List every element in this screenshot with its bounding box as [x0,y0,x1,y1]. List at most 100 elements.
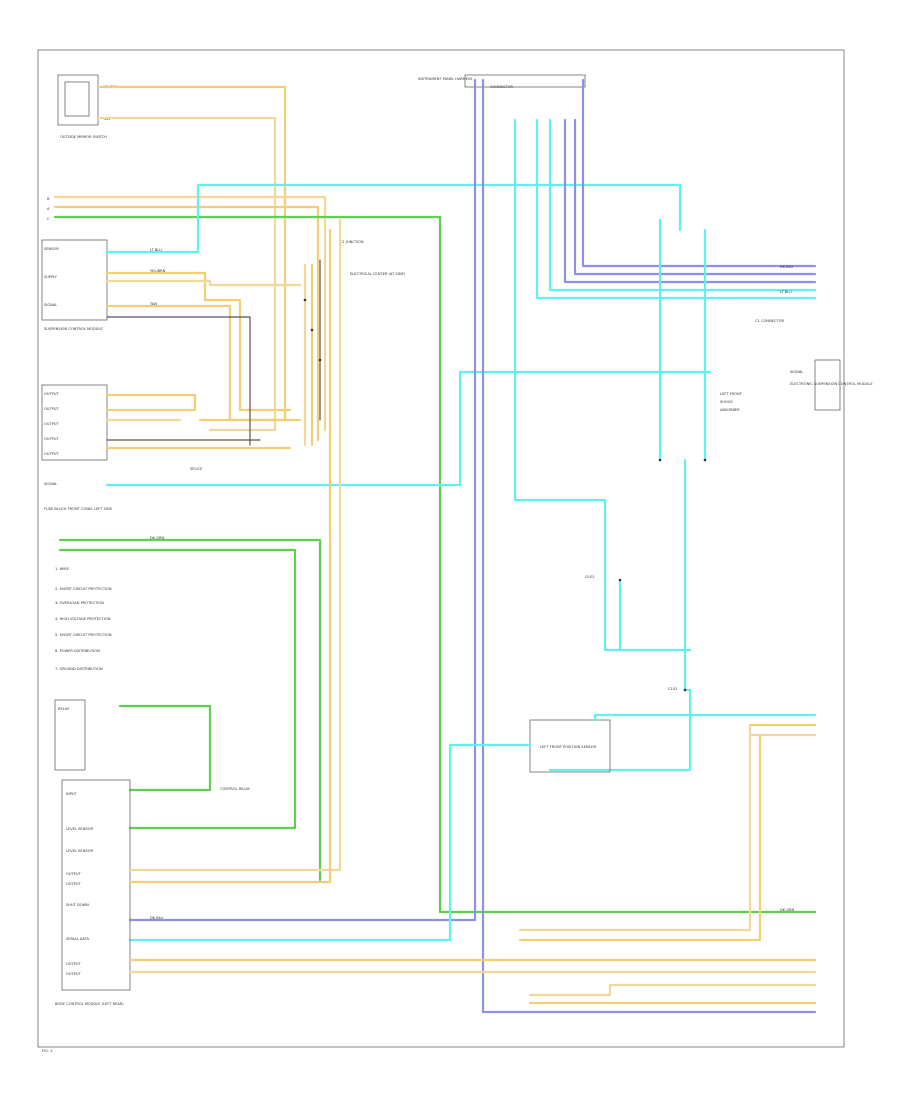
wire-yellow-m1-c [105,304,302,422]
legend: 1. WIRE 2. SHORT CIRCUIT PROTECTION 3. O… [55,567,112,671]
wire-cyan-a [513,118,692,652]
wire-cyan-sensor-left [128,743,532,942]
wire-blue-c [563,118,817,284]
svg-text:LEVEL SENSOR: LEVEL SENSOR [66,849,93,853]
svg-text:SHUT DOWN: SHUT DOWN [66,903,89,907]
label-yel-brn-2: YEL/BRN [150,269,166,273]
wire-tan-bcm-5 [518,723,752,932]
wire-dark-m1-d [106,316,251,446]
wire-tan-bcm-7 [528,983,817,997]
right-connector-caption: C1 CONNECTOR [755,319,784,323]
svg-text:OUTPUT: OUTPUT [66,882,81,886]
module-1-caption: SUSPENSION CONTROL MODULE [44,327,103,331]
mirror-switch-caption: OUTSIDE MIRROR SWITCH [60,135,107,139]
wire-green-legend-1 [58,538,322,882]
svg-text:SENSOR: SENSOR [44,247,59,251]
legend-item-6: 6. POWER DISTRIBUTION [55,649,100,653]
module-2-caption: FUSE BLOCK FRONT CONN. LEFT SIDE [44,507,113,511]
svg-text:OUTPUT: OUTPUT [44,437,59,441]
svg-text:ABSORBER: ABSORBER [720,408,740,412]
top-connector-caption: INSTRUMENT PANEL HARNESS [418,77,473,81]
wire-yellow-fb-1 [105,393,197,412]
wire-yellow-ref-2 [53,205,320,442]
legend-item-3: 3. OVERLOAD PROTECTION [55,601,104,605]
legend-item-1: 1. WIRE [55,567,70,571]
legend-item-5: 5. SHORT CIRCUIT PROTECTION [55,633,112,637]
svg-text:SIGNAL: SIGNAL [44,303,57,307]
wire-yellow-bcm-6 [518,733,762,942]
wire-blue-d [573,118,817,276]
mid-ground-label: G102 [585,575,595,579]
wire-green-legend-2 [58,548,297,830]
wire-tan-m1-b [105,279,302,287]
relay-caption: CONTROL RELAY [220,787,251,791]
right-module-caption: ELECTRONIC SUSPENSION CONTROL MODULE [790,382,873,386]
svg-text:OUTPUT: OUTPUT [66,972,81,976]
center-note: ELECTRICAL CENTER (AT SIDE) [350,272,406,276]
body-module-caption: BODY CONTROL MODULE (LEFT REAR) [55,1002,124,1006]
svg-text:SUPPLY: SUPPLY [44,275,58,279]
label-tan-2: TAN [149,302,157,306]
wire-cyan-fb-sig [105,370,712,487]
fuse-block-module: OUTPUT OUTPUT OUTPUT OUTPUT OUTPUT SIGNA… [41,384,113,511]
ref-a: B [47,197,50,201]
wire-blue-left-main [128,78,477,922]
wire-blue-left-2 [481,78,817,1014]
outside-mirror-switch: YEL/BRN TAN OUTSIDE MIRROR SWITCH [57,74,119,139]
wire-yellow-bcm-2 [128,228,332,884]
wire-cyan-top [196,183,682,252]
wire-blue-e [581,78,817,268]
wire-cyan-sensor-right [593,713,817,722]
junction-dots [303,298,707,692]
label-lt-blu-2: LT BLU [780,290,792,294]
wire-tan-bcm-1 [128,218,342,872]
left-side-refs: B A C [47,197,50,221]
legend-item-4: 4. HIGH VOLTAGE PROTECTION [55,617,111,621]
ref-b: A [47,207,50,211]
svg-text:OUTPUT: OUTPUT [66,872,81,876]
wire-tan-ref-1 [53,195,327,432]
svg-text:OUTPUT: OUTPUT [66,962,81,966]
wire-yellow-m1-a [105,271,292,412]
control-relay: RELAY CONTROL RELAY [54,699,251,791]
label-dk-blu-1: DK BLU [150,916,164,920]
svg-text:RELAY: RELAY [58,707,70,711]
wire-yellow-top-2 [96,116,277,432]
label-dk-grn-2: DK GRN [780,908,795,912]
label-dk-blu-2: DK BLU [780,265,794,269]
wire-cyan-down-3 [548,458,692,772]
legend-item-2: 2. SHORT CIRCUIT PROTECTION [55,587,112,591]
label-lt-blu-1: LT BLU [150,248,162,252]
svg-text:LEFT FRONT: LEFT FRONT [720,392,743,396]
svg-text:OUTPUT: OUTPUT [44,422,59,426]
sensor-caption: LEFT FRONT POSITION SENSOR [540,745,597,749]
wire-green-ref-3 [53,215,817,914]
wire-cyan-c [548,118,817,292]
svg-text:SIGNAL: SIGNAL [790,370,803,374]
svg-text:OUTPUT: OUTPUT [44,392,59,396]
top-connector: INSTRUMENT PANEL HARNESS CONNECTOR [418,74,586,89]
left-front-position-sensor: LEFT FRONT POSITION SENSOR [529,719,611,773]
footer-label: FIG. 2 [42,1049,52,1053]
ref-c: C [47,217,50,221]
splice-label: C1 JUNCTION [340,240,364,244]
label-dk-grn-1: DK GRN [150,536,165,540]
diagram-frame [37,49,845,1048]
right-suspension-module: SIGNAL ELECTRONIC SUSPENSION CONTROL MOD… [790,359,873,411]
svg-text:SIGNAL: SIGNAL [44,482,57,486]
svg-text:LEVEL SENSOR: LEVEL SENSOR [66,827,93,831]
svg-text:SHOCK: SHOCK [720,400,733,404]
svg-text:SERIAL DATA: SERIAL DATA [66,937,90,941]
legend-item-7: 7. GROUND DISTRIBUTION [55,667,103,671]
fb-junction-label: SPLICE [190,467,203,471]
center-connector-stack [303,259,321,447]
svg-text:INPUT: INPUT [66,792,78,796]
suspension-control-module: SENSOR SUPPLY SIGNAL SUSPENSION CONTROL … [41,239,108,331]
wire-cyan-b [535,118,817,300]
svg-text:OUTPUT: OUTPUT [44,452,59,456]
wire-green-relay [118,704,212,792]
wire-yellow-top-1 [96,85,287,422]
body-control-module: INPUT LEVEL SENSOR LEVEL SENSOR OUTPUT O… [55,779,131,1006]
svg-text:C102: C102 [668,687,677,691]
